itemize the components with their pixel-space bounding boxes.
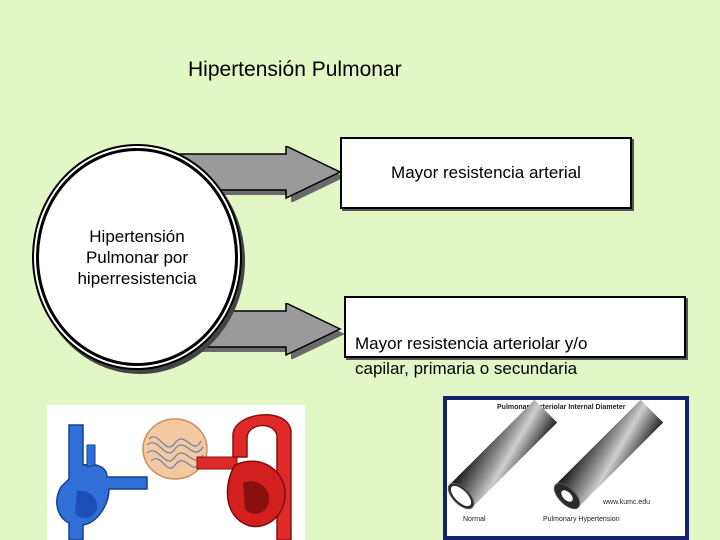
center-concept-circle: Hipertensión Pulmonar por hiperresistenc… <box>36 148 238 366</box>
vessel-figure-title: Pulmonary Arteriolar Internal Diameter <box>497 404 626 411</box>
arteriole-tube-icon <box>447 400 664 510</box>
vessel-normal-label: Normal <box>463 516 486 523</box>
vessel-ph-label: Pulmonary Hypertension <box>543 516 620 523</box>
outcome-label-2: Mayor resistencia arteriolar y/o capilar… <box>355 334 588 378</box>
outcome-label-1: Mayor resistencia arterial <box>391 163 581 182</box>
outcome-box-2: Mayor resistencia arteriolar y/o capilar… <box>344 296 686 378</box>
arteriole-comparison-illustration: Pulmonary Arteriolar Internal Diameter <box>443 396 689 540</box>
center-concept-label: Hipertensión Pulmonar por hiperresistenc… <box>77 226 197 288</box>
heart-icon <box>56 413 292 540</box>
arrow-to-outcome-1 <box>170 146 345 202</box>
slide-title: Hipertensión Pulmonar <box>188 58 402 81</box>
outcome-box-1: Mayor resistencia arterial <box>340 137 632 209</box>
vessel-figure-credit: www.kumc.edu <box>603 499 651 506</box>
heart-circulation-illustration <box>47 405 305 540</box>
